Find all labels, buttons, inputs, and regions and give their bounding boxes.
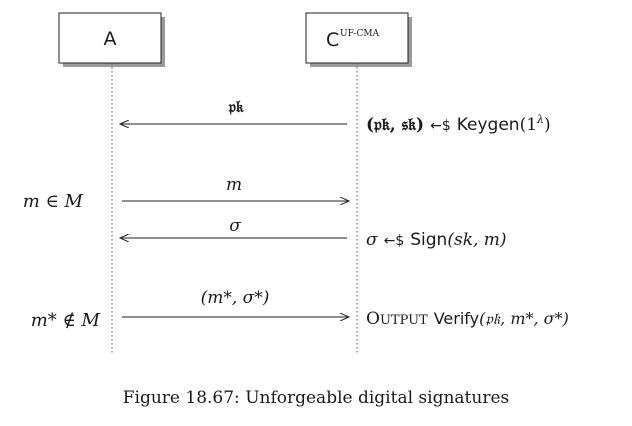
- sign-sigma: σ: [366, 230, 378, 250]
- sigma-message-label: σ: [229, 216, 241, 236]
- pk-message-label: 𝔭𝔨: [228, 97, 244, 116]
- output-note: OUTPUT Verify(𝔭𝔨, m*, σ*): [366, 309, 569, 329]
- output-keyword-first: O: [366, 309, 380, 329]
- keygen-func: Keygen: [457, 115, 520, 135]
- keygen-note: (𝔭𝔨, 𝔰𝔨) ←$ Keygen(1λ): [366, 113, 551, 135]
- output-func: Verify: [434, 309, 479, 328]
- sign-args: (sk, m): [447, 230, 506, 250]
- challenger-label: C: [326, 29, 339, 51]
- keygen-close: ): [544, 115, 551, 135]
- adversary-label: A: [104, 28, 117, 50]
- keygen-sample-op: ←$: [430, 118, 451, 134]
- adversary-box: [58, 12, 162, 64]
- m-star-notin-M-note: m* ∉ M: [31, 310, 101, 331]
- forgery-message-label: (m*, σ*): [201, 288, 270, 308]
- m-message-label: m: [226, 175, 242, 195]
- output-keyword-rest: UTPUT: [380, 313, 428, 328]
- keygen-sup: λ: [536, 113, 544, 126]
- sign-func: Sign: [410, 230, 447, 250]
- keygen-arg: (1: [520, 115, 537, 135]
- keygen-pair: (𝔭𝔨, 𝔰𝔨): [366, 115, 424, 135]
- sign-sample-op: ←$: [384, 233, 405, 249]
- challenger-superscript: UF-CMA: [340, 29, 380, 39]
- m-in-M-note: m ∈ M: [23, 191, 84, 212]
- figure-caption: Figure 18.67: Unforgeable digital signat…: [123, 388, 510, 408]
- output-args: (𝔭𝔨, m*, σ*): [479, 309, 569, 328]
- challenger-box: [305, 12, 409, 64]
- sign-note: σ ←$ Sign(sk, m): [366, 230, 507, 250]
